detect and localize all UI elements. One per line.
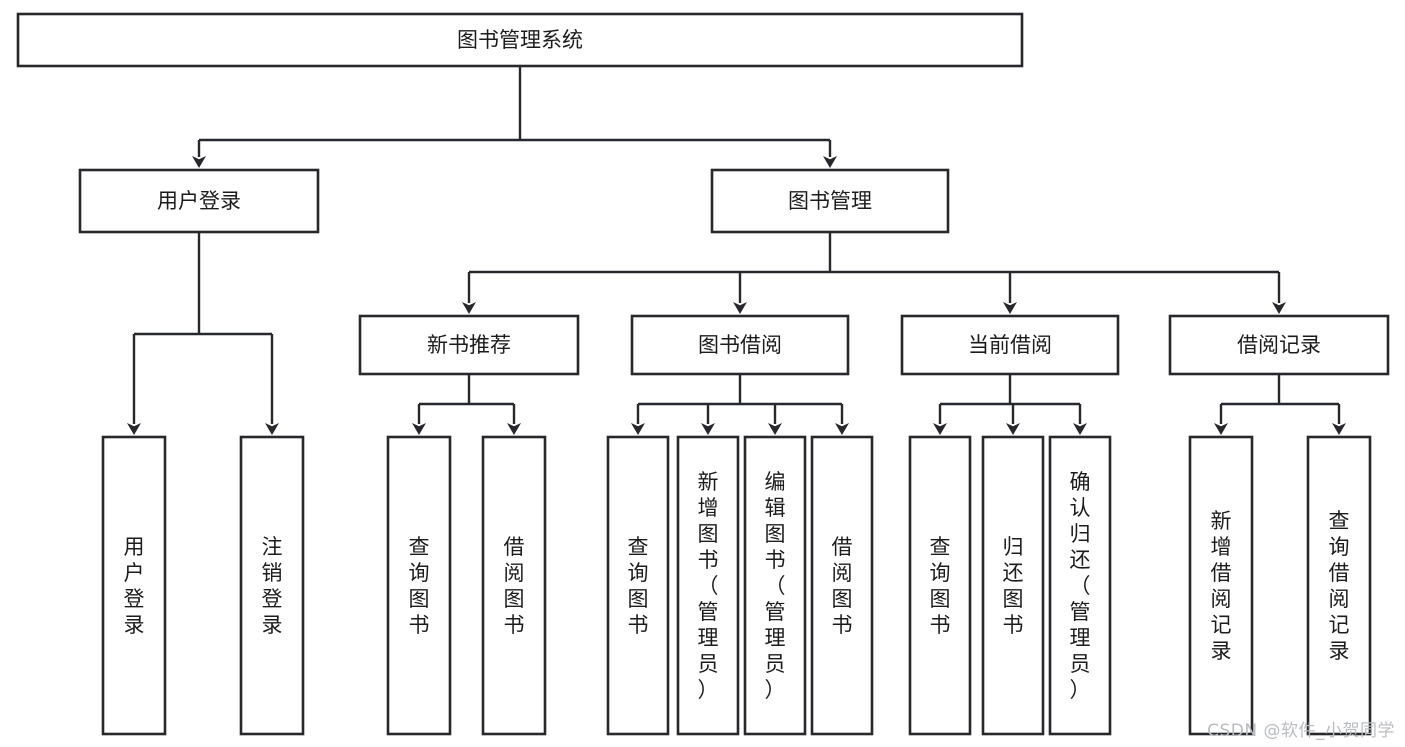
node-box xyxy=(386,435,452,736)
csdn-watermark: CSDN @软件_小贺同学 xyxy=(1207,721,1395,741)
node-label: 借阅图书 xyxy=(832,535,853,637)
node-label: 图书管理系统 xyxy=(457,28,583,52)
node-label: 新增借阅记录 xyxy=(1211,509,1232,663)
node-box xyxy=(78,168,320,234)
leaf-node-新增图书管理员-5[interactable]: 新增图书（管理员） xyxy=(676,435,740,736)
node-label: 查询图书 xyxy=(628,535,649,637)
node-box xyxy=(900,314,1120,376)
node-box xyxy=(1168,314,1390,376)
node-box xyxy=(630,314,850,376)
node-label: 用户登录 xyxy=(157,189,241,213)
node-label: 借阅图书 xyxy=(504,535,525,637)
leaf-node-注销登录-1[interactable]: 注销登录 xyxy=(239,435,305,736)
leaf-node-查询借阅记录-12[interactable]: 查询借阅记录 xyxy=(1306,435,1372,736)
node-label: 查询图书 xyxy=(409,535,430,637)
node-box xyxy=(810,435,874,736)
node-box xyxy=(981,435,1045,736)
node-box xyxy=(710,168,950,234)
node-label: 查询图书 xyxy=(930,535,951,637)
node-box xyxy=(606,435,670,736)
node-box xyxy=(676,435,740,736)
node-label: 新增图书（管理员） xyxy=(698,470,719,702)
level3-node-当前借阅-2[interactable]: 当前借阅 xyxy=(900,314,1120,376)
leaf-node-借阅图书-7[interactable]: 借阅图书 xyxy=(810,435,874,736)
level2-node-用户登录-0[interactable]: 用户登录 xyxy=(78,168,320,234)
node-box xyxy=(239,435,305,736)
leaf-node-新增借阅记录-11[interactable]: 新增借阅记录 xyxy=(1188,435,1254,736)
leaf-node-编辑图书管理员-6[interactable]: 编辑图书（管理员） xyxy=(743,435,807,736)
leaf-node-查询图书-2[interactable]: 查询图书 xyxy=(386,435,452,736)
node-label: 借阅记录 xyxy=(1237,333,1321,357)
node-label: 归还图书 xyxy=(1003,535,1024,637)
node-label: 注销登录 xyxy=(262,535,283,637)
node-box xyxy=(101,435,167,736)
node-label: 图书借阅 xyxy=(698,333,782,357)
node-label: 图书管理 xyxy=(788,189,872,213)
node-box xyxy=(908,435,972,736)
node-label: 用户登录 xyxy=(124,535,145,637)
leaf-node-用户登录-0[interactable]: 用户登录 xyxy=(101,435,167,736)
leaf-node-查询图书-4[interactable]: 查询图书 xyxy=(606,435,670,736)
node-label: 当前借阅 xyxy=(968,333,1052,357)
leaf-node-借阅图书-3[interactable]: 借阅图书 xyxy=(481,435,547,736)
level2-node-图书管理-1[interactable]: 图书管理 xyxy=(710,168,950,234)
leaf-node-确认归还管理员-10[interactable]: 确认归还（管理员） xyxy=(1048,435,1112,736)
node-box xyxy=(16,12,1024,68)
level3-node-新书推荐-0[interactable]: 新书推荐 xyxy=(358,314,580,376)
leaf-node-查询图书-8[interactable]: 查询图书 xyxy=(908,435,972,736)
node-label: 查询借阅记录 xyxy=(1329,509,1350,663)
root-node-图书管理系统[interactable]: 图书管理系统 xyxy=(16,12,1024,68)
node-label: 编辑图书（管理员） xyxy=(765,470,786,702)
node-box xyxy=(481,435,547,736)
node-box xyxy=(743,435,807,736)
node-box xyxy=(1048,435,1112,736)
nodes-layer: 图书管理系统用户登录图书管理新书推荐图书借阅当前借阅借阅记录用户登录注销登录查询… xyxy=(16,12,1390,736)
connectors-layer xyxy=(127,66,1346,435)
leaf-node-归还图书-9[interactable]: 归还图书 xyxy=(981,435,1045,736)
level3-node-借阅记录-3[interactable]: 借阅记录 xyxy=(1168,314,1390,376)
node-box xyxy=(1306,435,1372,736)
node-label: 新书推荐 xyxy=(427,333,511,357)
level3-node-图书借阅-1[interactable]: 图书借阅 xyxy=(630,314,850,376)
node-box xyxy=(358,314,580,376)
node-box xyxy=(1188,435,1254,736)
node-label: 确认归还（管理员） xyxy=(1070,470,1091,702)
